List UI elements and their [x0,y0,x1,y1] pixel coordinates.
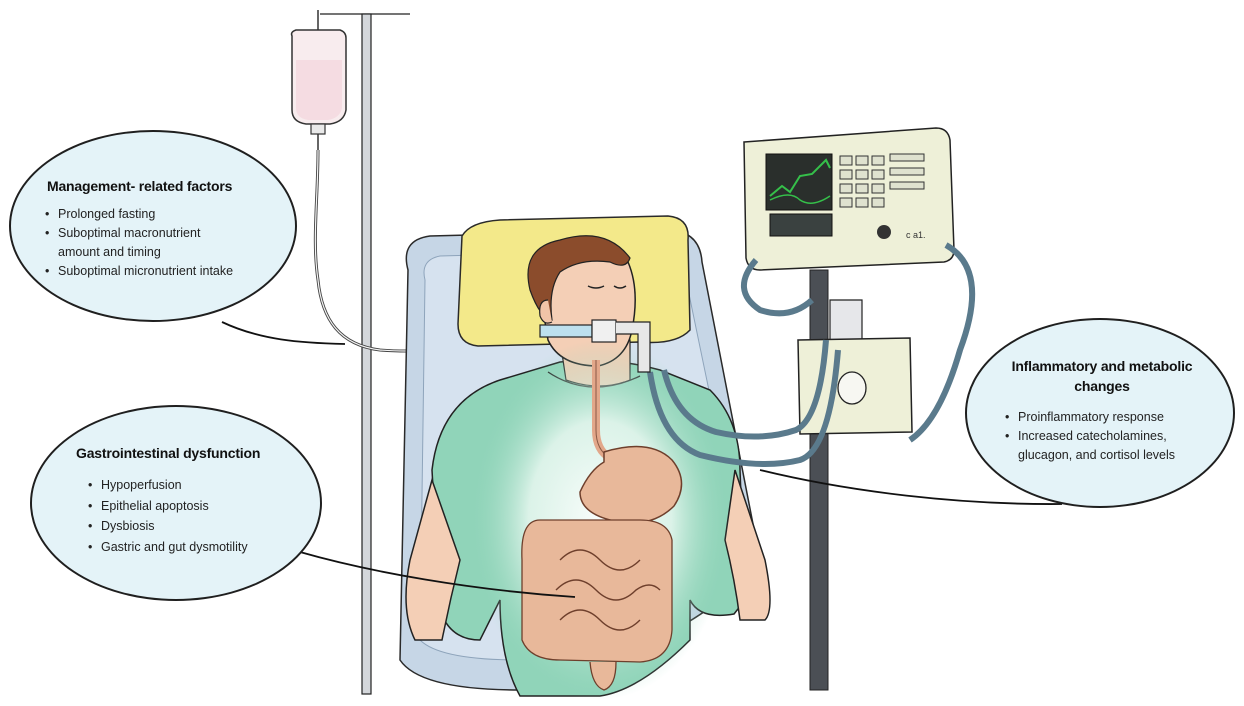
list-item: Prolonged fasting [45,205,285,224]
inflammatory-metabolic-title: Inflammatory and metabolic changes [997,356,1207,396]
list-item-continued: amount and timing [45,243,285,262]
ventilator-icon: c a1. [744,128,954,270]
ventilator-stand [810,270,828,690]
management-factors-list: Prolonged fasting Suboptimal macronutrie… [45,205,285,281]
list-item: Proinflammatory response [1005,408,1225,427]
title-line-2: changes [1074,378,1129,394]
list-item: Gastric and gut dysmotility [88,537,308,558]
management-factors-bubble: Management- related factors Prolonged fa… [9,130,297,322]
list-item: Hypoperfusion [88,475,308,496]
iv-bag-icon [292,10,347,152]
gastrointestinal-dysfunction-list: Hypoperfusion Epithelial apoptosis Dysbi… [88,475,308,557]
title-line-1: Inflammatory and metabolic [1012,358,1193,374]
list-item: Suboptimal micronutrient intake [45,262,285,281]
management-factors-title: Management- related factors [47,178,232,194]
list-item: Increased catecholamines, [1005,427,1225,446]
ventilator-label: c a1. [906,230,926,240]
list-item-continued: glucagon, and cortisol levels [1005,446,1225,465]
list-item: Epithelial apoptosis [88,496,308,517]
list-item: Suboptimal macronutrient [45,224,285,243]
inflammatory-metabolic-list: Proinflammatory response Increased catec… [1005,408,1225,465]
gastrointestinal-dysfunction-bubble: Gastrointestinal dysfunction Hypoperfusi… [30,405,322,601]
list-item: Dysbiosis [88,516,308,537]
gastrointestinal-dysfunction-title: Gastrointestinal dysfunction [76,445,260,461]
inflammatory-metabolic-bubble: Inflammatory and metabolic changes Proin… [965,318,1235,508]
